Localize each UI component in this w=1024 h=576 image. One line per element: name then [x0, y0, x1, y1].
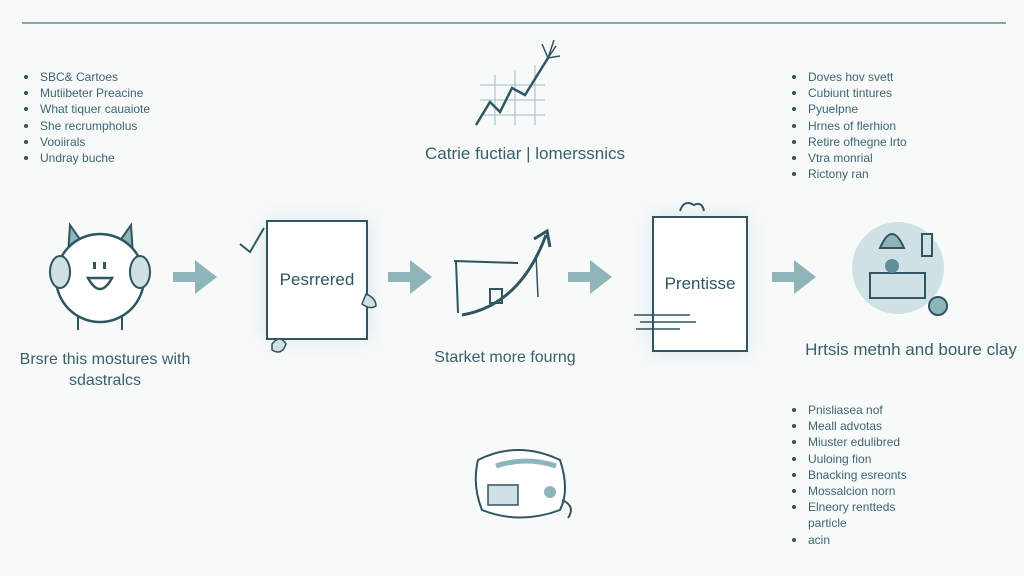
- growth-curve-icon: [453, 228, 552, 317]
- list-item: Hrnes of flerhion: [790, 118, 907, 134]
- top-divider: [22, 22, 1006, 24]
- right-top-bullet-list: Doves hov svett Cubiunt tintures Pyuelpn…: [790, 69, 907, 182]
- list-item: Pyuelpne: [790, 101, 907, 117]
- list-item: acin: [790, 532, 920, 548]
- list-item: She recrumpholus: [22, 118, 150, 134]
- list-item: Undray buche: [22, 150, 150, 166]
- finance-workspace-icon: [852, 222, 948, 316]
- list-item: Vooiirals: [22, 134, 150, 150]
- money-bag-icon: [474, 449, 572, 519]
- step-5-caption: Hrtsis metnh and boure clay: [805, 340, 1017, 359]
- arrow-right-icon: [173, 260, 217, 294]
- arrow-right-icon: [388, 260, 432, 294]
- list-item: Uuloing fion: [790, 451, 920, 467]
- step-2-card-text: Pesrrered: [279, 270, 355, 289]
- list-item: Miuster edulibred: [790, 434, 920, 450]
- step-2-document-card: Pesrrered: [266, 220, 368, 340]
- list-item: Pnisliasea nof: [790, 402, 920, 418]
- left-bullet-list: SBC& Cartoes Mutiibeter Preacine What ti…: [22, 69, 150, 166]
- list-item: Meall advotas: [790, 418, 920, 434]
- list-item: Elneory rentteds particle: [790, 499, 920, 531]
- list-item: Mutiibeter Preacine: [22, 85, 150, 101]
- arrow-right-icon: [568, 260, 612, 294]
- step-1-caption: Brsre this mostures with sdastralcs: [19, 351, 191, 389]
- hand-drawn-accents-icon: [239, 227, 377, 353]
- list-item: Bnacking esreonts: [790, 467, 920, 483]
- step-3-caption: Starket more fourng: [434, 349, 576, 366]
- list-item: Vtra monrial: [790, 150, 907, 166]
- rising-chart-icon: [474, 39, 561, 126]
- list-item: Doves hov svett: [790, 69, 907, 85]
- list-item: What tiquer cauaiote: [22, 101, 150, 117]
- cloud-and-lines-icon: [634, 202, 705, 330]
- arrow-right-icon: [772, 260, 816, 294]
- right-bottom-bullet-list: Pnisliasea nof Meall advotas Miuster edu…: [790, 402, 920, 548]
- list-item: Cubiunt tintures: [790, 85, 907, 101]
- list-item: Mossalcion norn: [790, 483, 920, 499]
- mascot-icon: [49, 222, 151, 330]
- list-item: Rictony ran: [790, 166, 907, 182]
- list-item: SBC& Cartoes: [22, 69, 150, 85]
- list-item: Retire ofhegne lrto: [790, 134, 907, 150]
- top-caption: Catrie fuctiar | lomerssnics: [425, 144, 625, 163]
- step-4-card-text: Prentisse: [664, 274, 736, 293]
